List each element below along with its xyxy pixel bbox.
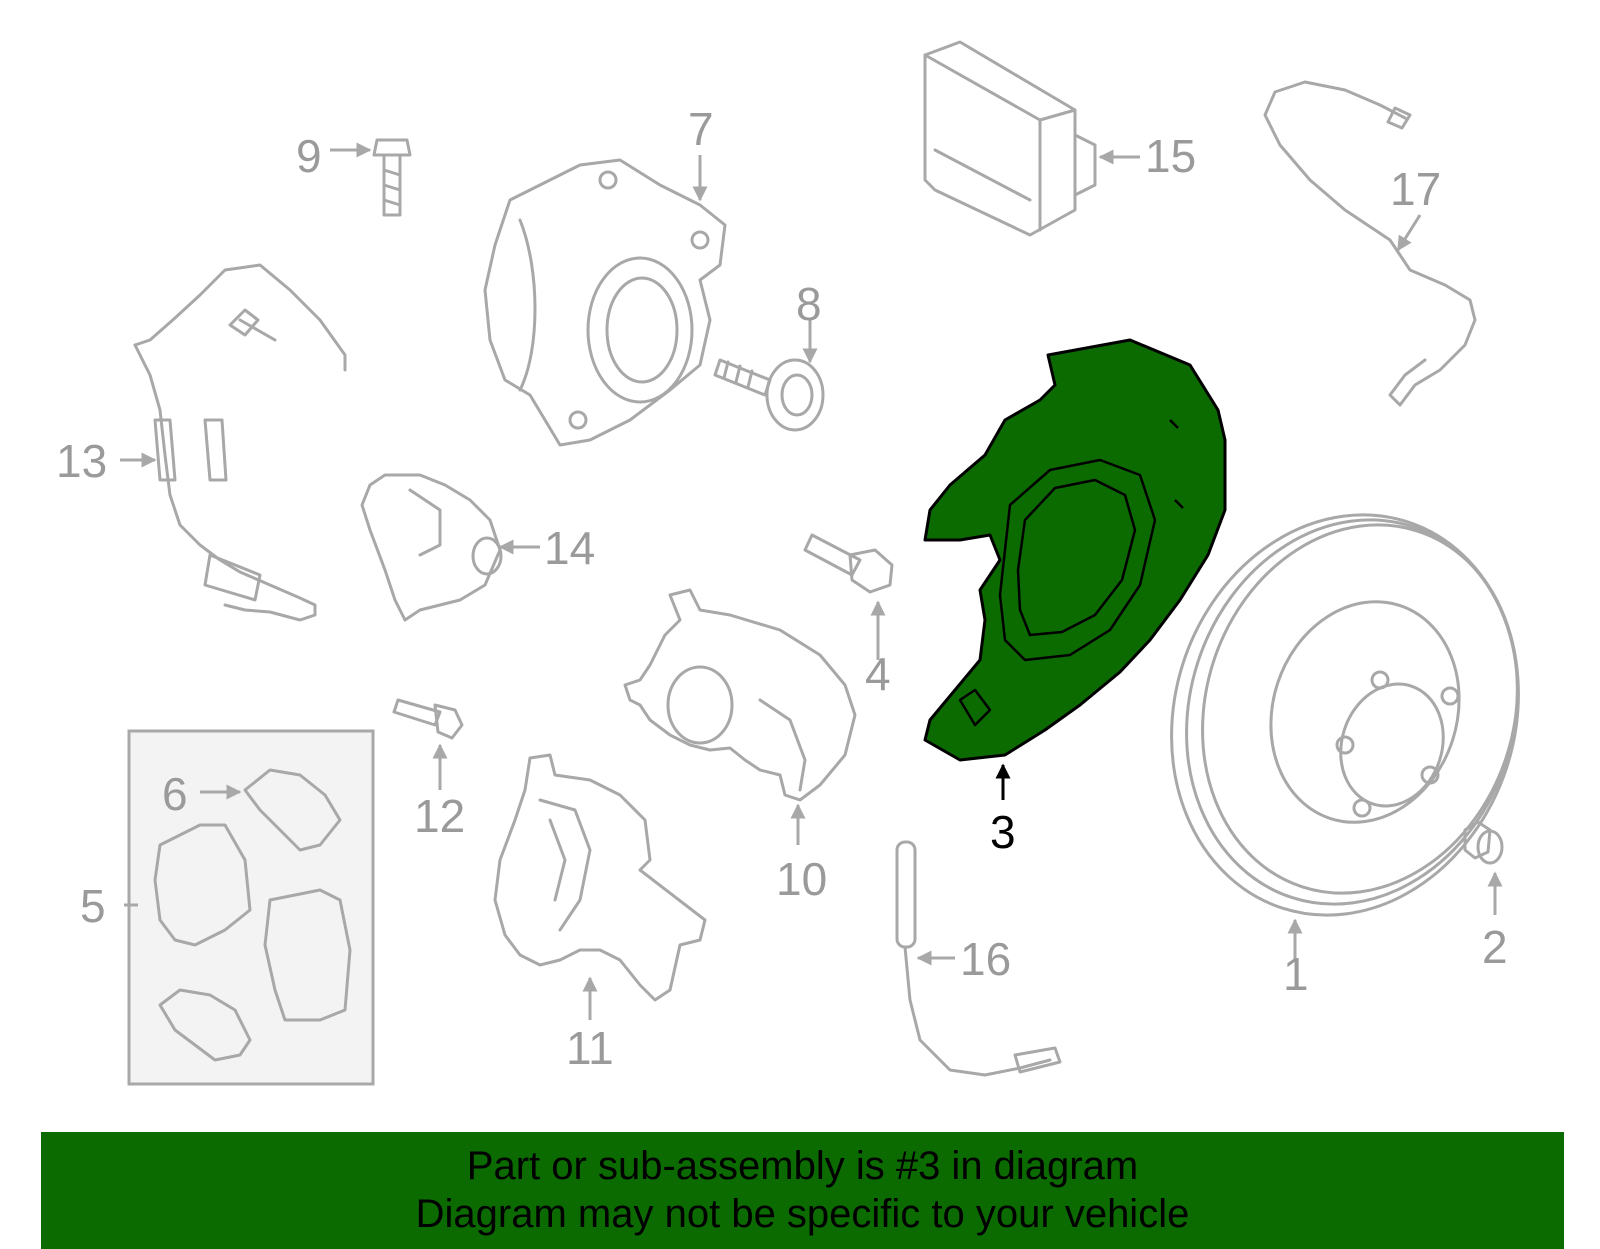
callout-16: 16 — [960, 933, 1011, 985]
callout-13: 13 — [56, 435, 107, 487]
part-5-brake-pad-kit[interactable] — [127, 729, 375, 1086]
callout-11: 11 — [566, 1022, 614, 1074]
part-10-caliper-bracket[interactable] — [623, 588, 857, 802]
part-15-control-module[interactable] — [923, 40, 1097, 237]
banner-disclaimer-line: Diagram may not be specific to your vehi… — [415, 1192, 1190, 1236]
callout-10: 10 — [776, 853, 827, 905]
info-banner: Part or sub-assembly is #3 in diagram Di… — [41, 1132, 1564, 1249]
callout-14: 14 — [544, 522, 595, 574]
part-16-wear-sensor[interactable] — [895, 840, 1062, 1077]
part-13-abs-sensor[interactable] — [133, 263, 347, 622]
callout-7: 7 — [688, 103, 714, 155]
callout-15: 15 — [1145, 130, 1196, 182]
part-2-screw[interactable] — [1463, 820, 1504, 865]
callout-1: 1 — [1283, 948, 1309, 1000]
callout-4: 4 — [865, 648, 891, 700]
part-7-wheel-hub[interactable] — [483, 158, 727, 447]
part-8-hub-bolt[interactable] — [713, 358, 825, 432]
parts-diagram: 15 17 9 7 8 — [56, 40, 1570, 1086]
part-12-bolt[interactable] — [392, 698, 464, 740]
banner-part-line: Part or sub-assembly is #3 in diagram — [466, 1144, 1139, 1188]
part-4-caliper-bolt[interactable] — [803, 533, 894, 594]
callout-3: 3 — [990, 806, 1016, 858]
callout-5: 5 — [80, 880, 106, 932]
part-3-dust-shield[interactable] — [923, 338, 1227, 762]
part-17-wear-sensor[interactable] — [1263, 80, 1477, 407]
callout-12: 12 — [414, 790, 465, 842]
callout-2: 2 — [1482, 921, 1508, 973]
callout-8: 8 — [796, 278, 822, 330]
callout-9: 9 — [296, 130, 322, 182]
part-1-brake-rotor[interactable] — [1121, 469, 1570, 960]
part-9-bolt[interactable] — [372, 138, 412, 217]
callout-17: 17 — [1390, 163, 1441, 215]
callout-6: 6 — [162, 768, 188, 820]
part-11-caliper-carrier[interactable] — [493, 753, 707, 1002]
part-14-caliper-housing[interactable] — [360, 473, 503, 622]
